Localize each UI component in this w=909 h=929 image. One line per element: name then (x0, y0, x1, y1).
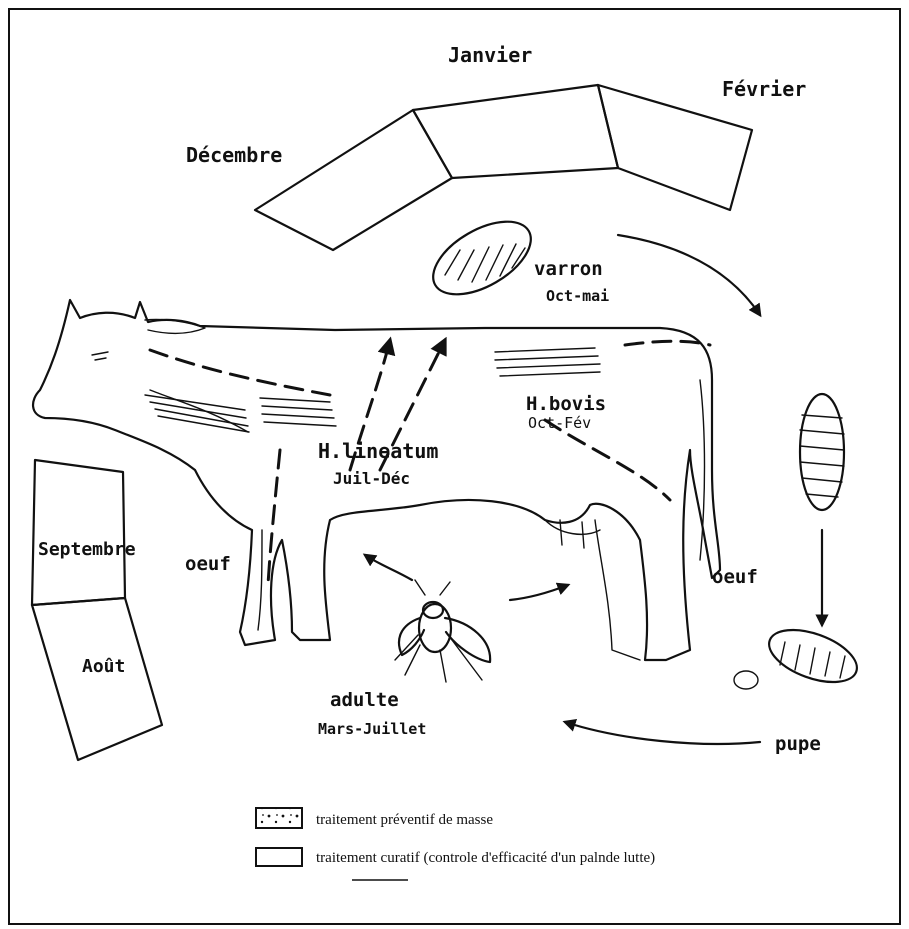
month-box-fevrier (598, 85, 752, 210)
label-oeuf-left: oeuf (185, 553, 231, 575)
label-h-bovis-period: Oct-Fév (528, 414, 591, 432)
label-janvier: Janvier (448, 43, 532, 67)
pupa-icon (734, 620, 864, 693)
cycle-arrows (365, 235, 822, 744)
arrow-pupe-to-adult (565, 722, 760, 744)
label-oeuf-right: oeuf (712, 566, 758, 588)
cow-udder (545, 520, 600, 548)
legend-label-preventif: traitement préventif de masse (316, 812, 493, 828)
larva-tracks-neck (145, 395, 249, 432)
label-decembre: Décembre (186, 143, 282, 167)
mature-larva-icon (800, 394, 844, 510)
arrow-varron-to-pupa (618, 235, 760, 315)
label-adulte-period: Mars-Juillet (318, 720, 426, 738)
varron-larva-icon (421, 207, 543, 309)
label-varron: varron (534, 258, 603, 280)
label-aout: Août (82, 656, 125, 677)
larva-tracks-back (495, 348, 600, 376)
larva-tracks-shoulder (260, 398, 336, 426)
label-septembre: Septembre (38, 539, 136, 560)
arrow-adult-to-oeuf-left (365, 555, 412, 580)
curative-month-band (255, 85, 752, 250)
label-h-lineatum: H.lineatum (318, 439, 438, 463)
month-box-decembre (255, 110, 452, 250)
cow-leg-right-inner (595, 520, 640, 660)
adult-fly-icon (395, 580, 490, 682)
cow-leg-left-inner (258, 530, 262, 630)
cow-eye (92, 352, 108, 360)
month-box-janvier (413, 85, 618, 178)
path-neck-back (150, 350, 330, 395)
label-h-lineatum-period: Juil-Déc (333, 469, 410, 488)
legend-swatch-curatif (256, 848, 302, 866)
legend-label-curatif: traitement curatif (controle d'efficacit… (316, 850, 655, 866)
label-pupe: pupe (775, 733, 821, 755)
preventive-month-band (32, 460, 162, 760)
label-adulte: adulte (330, 689, 399, 711)
legend-swatch-preventif (256, 808, 302, 828)
month-box-aout (32, 598, 162, 760)
legend: traitement préventif de masse traitement… (256, 808, 655, 880)
label-varron-period: Oct-mai (546, 287, 609, 305)
label-fevrier: Février (722, 77, 806, 101)
month-box-septembre (32, 460, 125, 605)
arrow-adult-to-oeuf-right (510, 585, 568, 600)
label-h-bovis: H.bovis (526, 393, 606, 415)
